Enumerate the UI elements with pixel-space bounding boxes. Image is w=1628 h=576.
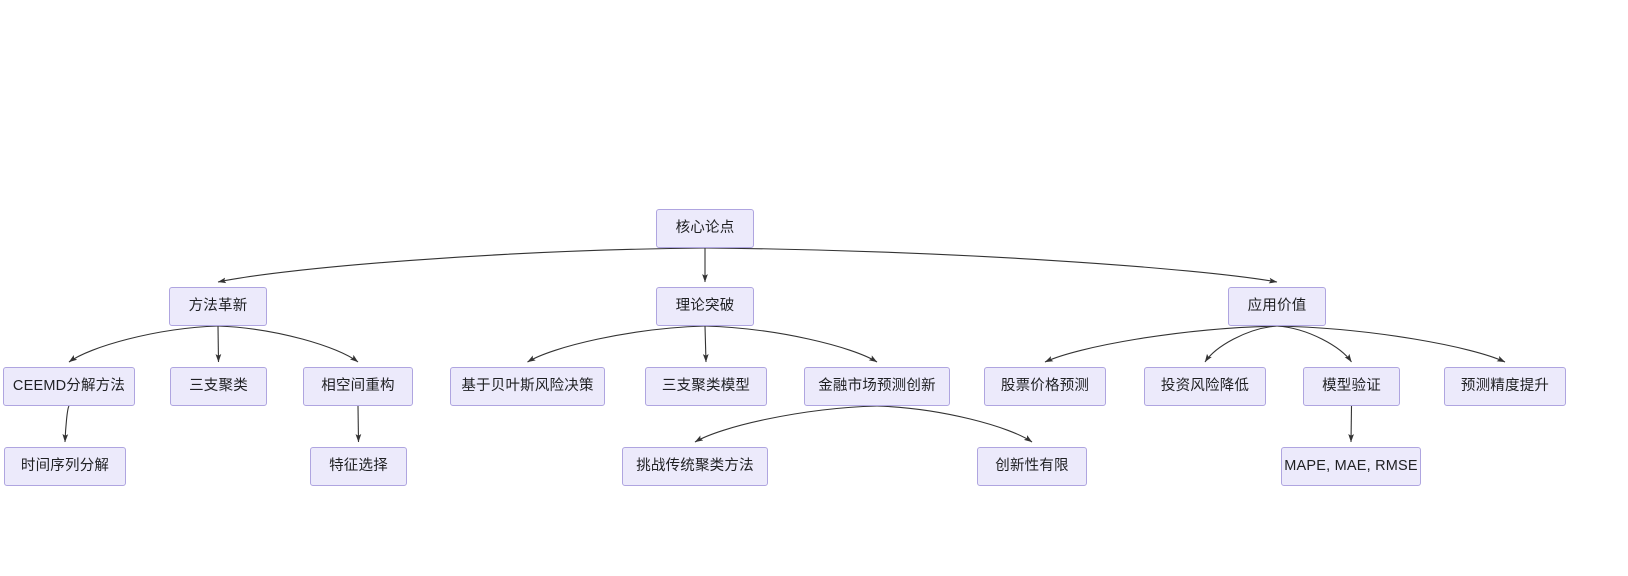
mindmap-edge bbox=[1204, 325, 1278, 363]
mindmap-edge bbox=[704, 247, 1278, 284]
mindmap-node[interactable]: 三支聚类模型 bbox=[645, 367, 767, 406]
mindmap-node-label: 方法革新 bbox=[188, 298, 248, 315]
edge-paths bbox=[62, 247, 1506, 443]
mindmap-node-label: 三支聚类 bbox=[189, 378, 248, 395]
mindmap-node[interactable]: MAPE, MAE, RMSE bbox=[1281, 447, 1421, 486]
mindmap-node[interactable]: 基于贝叶斯风险决策 bbox=[450, 367, 605, 406]
mindmap-node[interactable]: 特征选择 bbox=[310, 447, 407, 486]
mindmap-edge bbox=[704, 325, 878, 363]
mindmap-edge bbox=[1348, 405, 1354, 443]
mindmap-node[interactable]: CEEMD分解方法 bbox=[3, 367, 135, 406]
mindmap-edge bbox=[702, 325, 709, 363]
mindmap-node[interactable]: 创新性有限 bbox=[977, 447, 1087, 486]
mindmap-edge bbox=[694, 405, 878, 443]
mindmap-node[interactable]: 时间序列分解 bbox=[4, 447, 126, 486]
mindmap-node[interactable]: 应用价值 bbox=[1228, 287, 1326, 326]
mindmap-node[interactable]: 投资风险降低 bbox=[1144, 367, 1266, 406]
mindmap-node-label: 模型验证 bbox=[1322, 378, 1381, 395]
mindmap-node[interactable]: 模型验证 bbox=[1303, 367, 1400, 406]
mindmap-node[interactable]: 挑战传统聚类方法 bbox=[622, 447, 768, 486]
mindmap-node-label: 挑战传统聚类方法 bbox=[636, 458, 754, 475]
mindmap-node-label: 股票价格预测 bbox=[1000, 378, 1090, 395]
mindmap-node-label: 基于贝叶斯风险决策 bbox=[461, 378, 594, 395]
mindmap-edge bbox=[62, 405, 70, 443]
mindmap-node[interactable]: 方法革新 bbox=[169, 287, 267, 326]
mindmap-node-label: 预测精度提升 bbox=[1460, 378, 1550, 395]
mindmap-node[interactable]: 股票价格预测 bbox=[984, 367, 1106, 406]
mindmap-node[interactable]: 预测精度提升 bbox=[1444, 367, 1566, 406]
mindmap-node[interactable]: 金融市场预测创新 bbox=[804, 367, 950, 406]
mindmap-edge bbox=[217, 325, 359, 363]
mindmap-edge bbox=[1276, 325, 1352, 363]
mindmap-node-label: 创新性有限 bbox=[995, 458, 1069, 475]
mindmap-node-label: CEEMD分解方法 bbox=[12, 378, 126, 395]
mindmap-node-label: MAPE, MAE, RMSE bbox=[1284, 458, 1418, 475]
mindmap-node-label: 三支聚类模型 bbox=[661, 378, 751, 395]
mindmap-edge bbox=[355, 405, 362, 443]
mindmap-edge bbox=[215, 325, 222, 363]
mindmap-edge bbox=[527, 325, 706, 363]
mindmap-node-label: 特征选择 bbox=[329, 458, 388, 475]
mindmap-node[interactable]: 相空间重构 bbox=[303, 367, 413, 406]
mindmap-edge bbox=[68, 325, 219, 363]
mindmap-edge bbox=[1276, 325, 1506, 363]
mindmap-node[interactable]: 理论突破 bbox=[656, 287, 754, 326]
mindmap-node[interactable]: 三支聚类 bbox=[170, 367, 267, 406]
mindmap-node-label: 时间序列分解 bbox=[20, 458, 110, 475]
mindmap-node[interactable]: 核心论点 bbox=[656, 209, 754, 248]
mindmap-node-label: 理论突破 bbox=[675, 298, 735, 315]
mindmap-node-label: 相空间重构 bbox=[321, 378, 395, 395]
mindmap-node-label: 应用价值 bbox=[1247, 298, 1307, 315]
mindmap-edge bbox=[876, 405, 1033, 443]
mindmap-edge bbox=[1044, 325, 1278, 363]
mindmap-node-label: 金融市场预测创新 bbox=[818, 378, 936, 395]
mindmap-node-label: 投资风险降低 bbox=[1160, 378, 1250, 395]
mindmap-edge bbox=[217, 247, 706, 284]
mindmap-node-label: 核心论点 bbox=[675, 220, 735, 237]
